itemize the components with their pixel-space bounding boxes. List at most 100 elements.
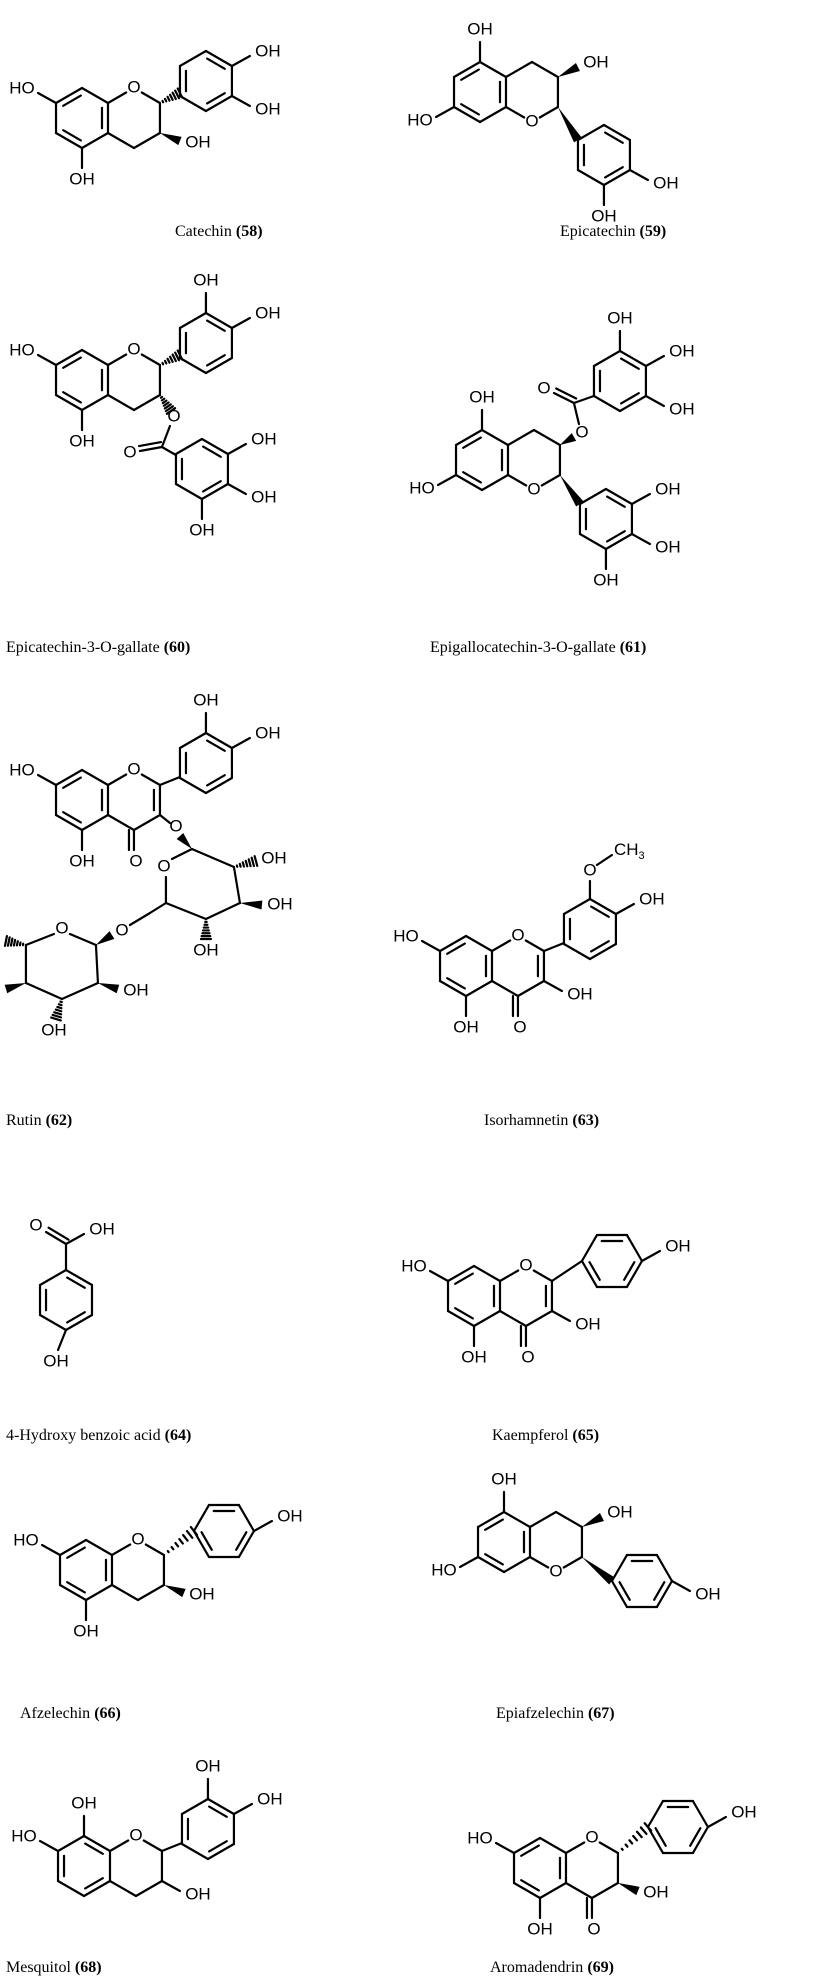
bond [502, 1510, 532, 1529]
bond [36, 91, 58, 105]
hydroxyl-label: OH [655, 479, 681, 498]
bond [655, 1579, 674, 1609]
bond [592, 394, 622, 413]
compound-caption: Epiafzelechin (67) [496, 1705, 615, 1722]
bond [589, 905, 610, 918]
bond [204, 356, 234, 375]
hydroxyl-label: OH [185, 132, 211, 151]
hydroxyl-label: OH [251, 429, 277, 448]
ring-oxygen-label: O [527, 479, 540, 498]
bond [595, 853, 614, 867]
wedge-bond [557, 107, 582, 143]
bond [205, 739, 226, 752]
bond [165, 407, 177, 415]
bond [132, 813, 162, 832]
bond [226, 482, 248, 496]
bond [232, 865, 242, 905]
bond [655, 1553, 674, 1583]
bond [434, 105, 456, 119]
bond [230, 736, 252, 750]
bond [520, 1879, 540, 1892]
bond [610, 1579, 629, 1609]
compound-name: Epigallocatechin-3-O-gallate [430, 639, 620, 656]
bond [168, 93, 174, 101]
compound-number: (60) [164, 639, 191, 656]
bond [205, 57, 226, 70]
bond [625, 1233, 644, 1263]
compound-number: (64) [165, 1427, 192, 1444]
hydroxyl-label: OH [575, 1314, 601, 1333]
bond [538, 1836, 568, 1855]
bond [454, 1307, 474, 1320]
bond [235, 1531, 248, 1551]
bond [580, 1233, 599, 1263]
bond [554, 1510, 584, 1529]
bond [51, 1013, 63, 1019]
bond [528, 1510, 558, 1529]
bond [80, 813, 110, 832]
compound-number: (66) [94, 1705, 121, 1722]
bond [618, 349, 648, 368]
bond [562, 1555, 584, 1569]
wedge-bond [4, 983, 26, 994]
bond [542, 979, 564, 993]
bond [66, 1546, 86, 1559]
bond [163, 359, 168, 365]
bond [66, 1311, 86, 1324]
bond [528, 1555, 550, 1569]
wedge-bond [581, 1557, 615, 1585]
bond [161, 361, 165, 366]
bond [504, 105, 526, 119]
bond [532, 428, 562, 447]
bond [178, 776, 208, 795]
bond [646, 1825, 665, 1855]
bond [36, 353, 58, 367]
bond [490, 939, 512, 953]
hydroxyl-label: HO [431, 1560, 457, 1579]
bond [232, 1802, 254, 1816]
bond [68, 932, 98, 947]
bond [458, 1555, 480, 1569]
compound-caption: Epicatechin (59) [560, 223, 666, 240]
bond [144, 1543, 166, 1557]
ester-oxygen-label: O [575, 422, 588, 441]
compound-caption: Isorhamnetin (63) [484, 1112, 599, 1129]
ring-oxygen-label: O [585, 1827, 598, 1846]
hydroxyl-label: OH [123, 980, 149, 999]
bond [460, 103, 480, 116]
bond [182, 1533, 189, 1542]
bond [618, 1581, 631, 1601]
bond [64, 1232, 86, 1246]
bond [498, 1309, 528, 1328]
bond [562, 942, 592, 961]
hydroxyl-label: OH [527, 1919, 553, 1938]
compound-name: 4-Hydroxy benzoic acid [6, 1427, 165, 1444]
bond [160, 1841, 184, 1853]
link-oxygen-label: O [115, 920, 128, 939]
ring-oxygen-label: O [127, 759, 140, 778]
bond [588, 897, 618, 916]
bond [160, 445, 177, 457]
wedge-bond [617, 1883, 640, 1896]
bond [206, 1797, 236, 1816]
ring-oxygen-label: O [55, 918, 68, 937]
bond [603, 131, 624, 144]
bond [632, 1834, 639, 1842]
bond [438, 979, 468, 998]
ring-oxygen-label: O [157, 856, 170, 875]
bond [428, 1269, 450, 1283]
bond [62, 94, 82, 107]
bond [140, 773, 162, 787]
bond [478, 105, 508, 124]
bond [178, 356, 208, 375]
compound-caption: Rutin (62) [6, 1112, 72, 1129]
bond [6, 936, 11, 947]
bond [84, 1538, 114, 1557]
hydroxyl-label: OH [469, 387, 495, 406]
carbonyl-oxygen-label: O [521, 1347, 534, 1366]
compound-caption: Aromadendrin (69) [490, 1959, 614, 1976]
bond [589, 940, 610, 953]
bond [436, 473, 458, 487]
bond [166, 1549, 170, 1554]
